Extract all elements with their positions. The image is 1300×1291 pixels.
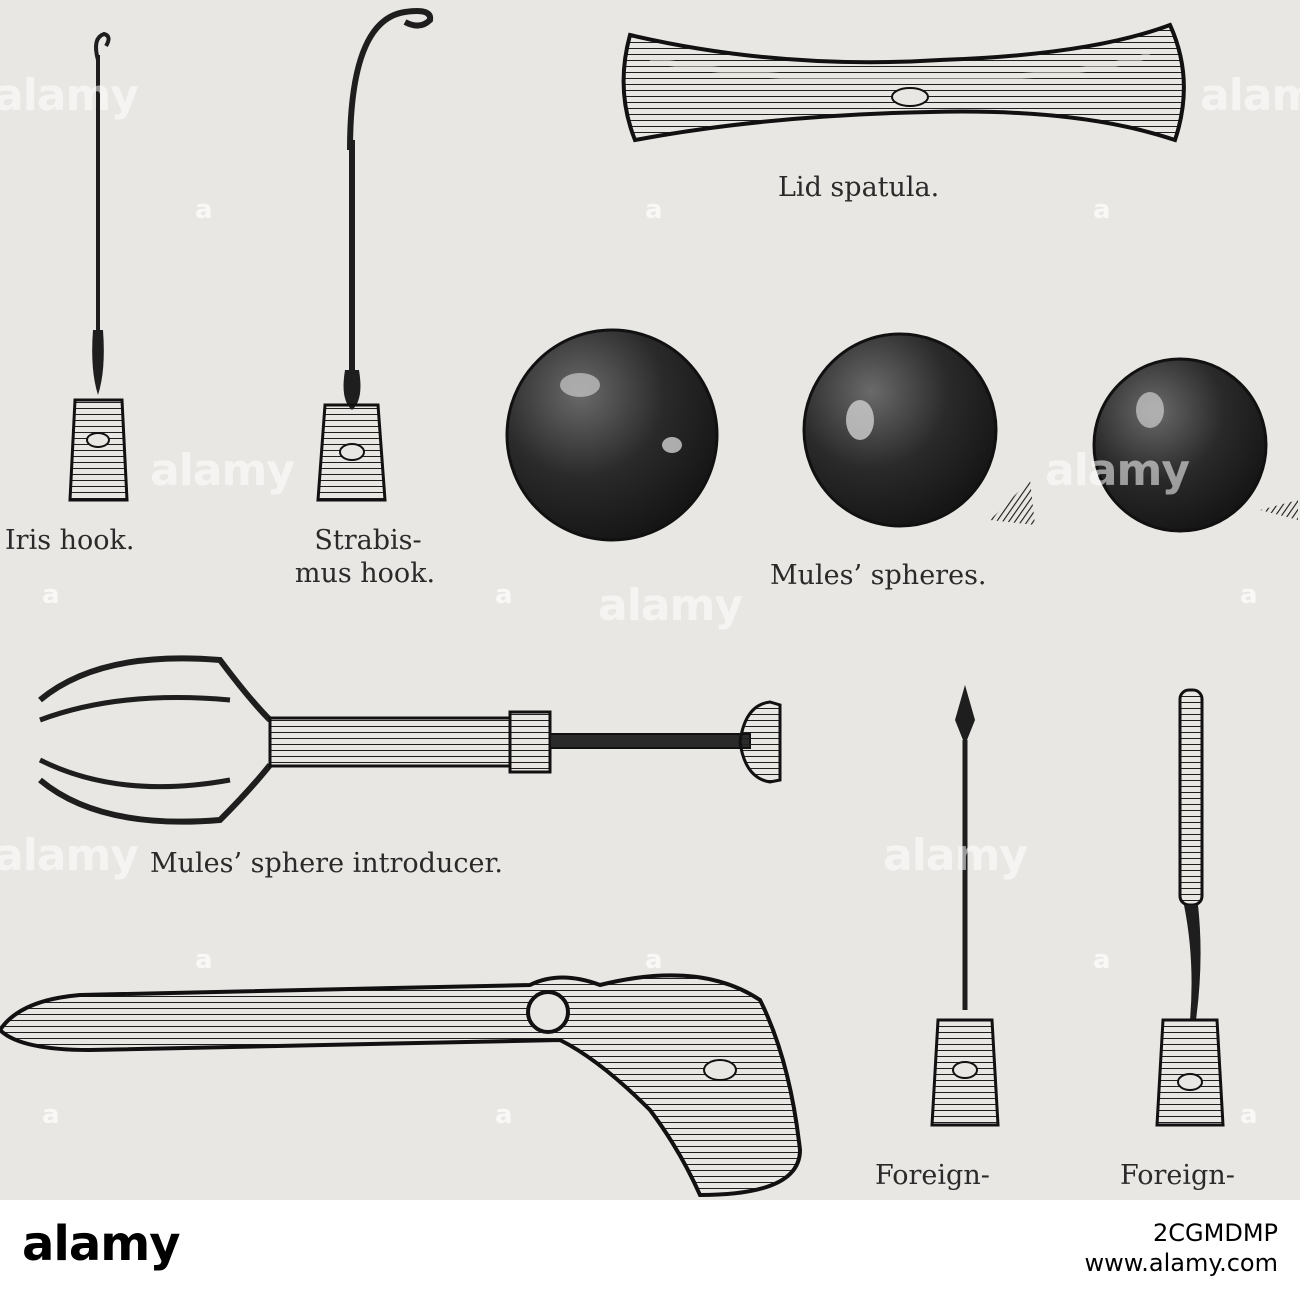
watermark-letter: a — [195, 945, 213, 975]
instrument-illustrations — [0, 8, 1298, 1198]
watermark-letter: a — [1093, 945, 1111, 975]
watermark: alamy — [1045, 445, 1190, 496]
watermark: alamy — [1200, 70, 1300, 121]
engraving-plate: Iris hook. Strabis- mus hook. Lid spatul… — [0, 0, 1300, 1200]
lid-spatula-illustration — [621, 22, 1186, 143]
watermark: alamy — [598, 580, 743, 631]
watermark-letter: a — [495, 580, 513, 610]
site-url: www.alamy.com — [1084, 1249, 1278, 1277]
watermark: alamy — [0, 830, 139, 881]
watermark: alamy — [883, 830, 1028, 881]
image-info: 2CGMDMP www.alamy.com — [1085, 1218, 1278, 1278]
caption-strabismus-hook-line1: Strabis- — [314, 525, 422, 556]
alamy-logo: alamy — [22, 1216, 181, 1272]
watermark-letter: a — [495, 1100, 513, 1130]
sphere-introducer-illustration — [38, 655, 782, 825]
iris-hook-illustration — [68, 31, 129, 502]
foreign-body-needle-illustration — [930, 685, 1000, 1127]
image-id: 2CGMDMP — [1153, 1219, 1278, 1247]
watermark-letter: a — [42, 1100, 60, 1130]
caption-iris-hook: Iris hook. — [5, 525, 135, 556]
caption-sphere-introducer: Mules’ sphere introducer. — [150, 848, 503, 879]
caption-foreign-body-2: Foreign- — [1120, 1160, 1235, 1191]
watermark-letter: a — [645, 195, 663, 225]
watermark: alamy — [0, 70, 139, 121]
watermark-letter: a — [645, 945, 663, 975]
watermark-letter: a — [42, 580, 60, 610]
watermark-letter: a — [195, 195, 213, 225]
strabismus-hook-illustration — [316, 8, 434, 502]
caption-mules-spheres: Mules’ spheres. — [770, 560, 987, 591]
watermark-letter: a — [1240, 1100, 1258, 1130]
forceps-illustration — [0, 973, 803, 1198]
stock-footer: alamy 2CGMDMP www.alamy.com — [0, 1200, 1300, 1291]
mules-spheres-illustration — [505, 328, 1298, 542]
watermark-letter: a — [1093, 195, 1111, 225]
caption-lid-spatula: Lid spatula. — [778, 172, 940, 203]
watermark: alamy — [150, 445, 295, 496]
caption-foreign-body-1: Foreign- — [875, 1160, 990, 1191]
caption-strabismus-hook-line2: mus hook. — [294, 558, 436, 589]
watermark-letter: a — [1240, 580, 1258, 610]
foreign-body-spud-illustration — [1155, 688, 1225, 1127]
